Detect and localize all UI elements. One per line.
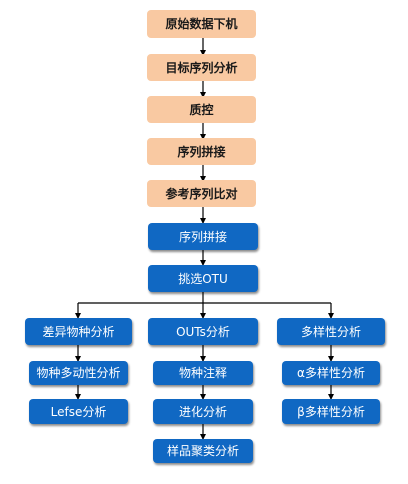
node-species-diversity: 物种多动性分析 — [29, 361, 128, 385]
node-raw-data: 原始数据下机 — [147, 10, 256, 38]
node-diversity: 多样性分析 — [277, 318, 385, 345]
node-reference-alignment: 参考序列比对 — [147, 180, 256, 207]
node-sample-clustering: 样品聚类分析 — [153, 439, 253, 463]
node-otus-analysis: OUTs分析 — [148, 318, 258, 345]
node-sequence-assembly-1: 序列拼接 — [147, 138, 256, 165]
node-lefse: Lefse分析 — [29, 399, 128, 424]
node-select-otu: 挑选OTU — [148, 265, 258, 292]
node-species-annotation: 物种注释 — [153, 361, 253, 385]
node-differential-species: 差异物种分析 — [25, 318, 132, 345]
node-beta-diversity: β多样性分析 — [282, 399, 380, 424]
node-evolution: 进化分析 — [153, 399, 253, 424]
node-quality-control: 质控 — [147, 96, 256, 123]
node-target-sequence-analysis: 目标序列分析 — [147, 54, 256, 81]
node-sequence-assembly-2: 序列拼接 — [148, 223, 258, 250]
node-alpha-diversity: α多样性分析 — [282, 361, 380, 385]
